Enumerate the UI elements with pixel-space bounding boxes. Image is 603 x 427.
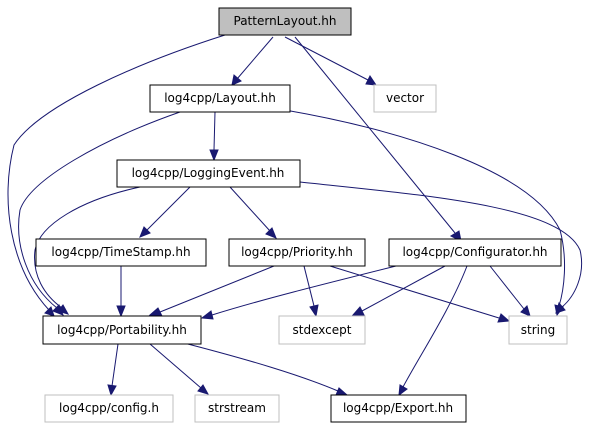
node-label: strstream (208, 401, 266, 415)
edge-timestamp-to-portability (116, 266, 126, 318)
node-stdexcept[interactable]: stdexcept (278, 315, 366, 345)
node-label: log4cpp/Export.hh (343, 401, 453, 415)
edge-priority-to-stdexcept (303, 265, 319, 318)
node-label: string (521, 323, 555, 337)
edge-portability-to-strstream (149, 343, 210, 395)
edge-layout-to-portability (18, 111, 181, 316)
node-portability[interactable]: log4cpp/Portability.hh (42, 315, 202, 345)
node-logging-event[interactable]: log4cpp/LoggingEvent.hh (116, 159, 301, 188)
edge-pattern-to-layout (231, 36, 274, 86)
edge-loggingevent-to-timestamp (139, 186, 191, 238)
edge-configurator-to-portability (200, 264, 401, 320)
edge-configurator-to-string (489, 265, 531, 317)
edge-configurator-to-export (398, 265, 468, 397)
edge-priority-to-portability (148, 265, 275, 317)
node-layout[interactable]: log4cpp/Layout.hh (149, 84, 291, 113)
node-priority[interactable]: log4cpp/Priority.hh (228, 238, 366, 267)
node-export[interactable]: log4cpp/Export.hh (330, 394, 467, 423)
edge-priority-to-string (329, 265, 511, 323)
node-label: log4cpp/Layout.hh (164, 91, 276, 105)
node-label: log4cpp/Portability.hh (57, 323, 187, 337)
node-label: vector (386, 91, 424, 105)
edge-layout-to-string (284, 109, 566, 317)
node-label: log4cpp/config.h (59, 401, 159, 415)
edge-loggingevent-to-string (299, 181, 583, 314)
node-vector[interactable]: vector (373, 84, 437, 113)
node-strstream[interactable]: strstream (194, 394, 280, 423)
edge-layout-to-loggingevent (209, 111, 219, 162)
nodes: PatternLayout.hh log4cpp/Layout.hh vecto… (35, 7, 568, 423)
edge-portability-to-export (179, 341, 349, 396)
edge-configurator-to-stdexcept (351, 265, 446, 316)
node-label: stdexcept (293, 323, 352, 337)
node-string[interactable]: string (508, 315, 568, 345)
edges (7, 34, 583, 397)
edge-loggingevent-to-priority (229, 186, 277, 239)
node-label: log4cpp/Configurator.hh (402, 245, 547, 259)
edge-pattern-to-portability (7, 34, 226, 317)
node-label: log4cpp/LoggingEvent.hh (132, 166, 285, 180)
edge-portability-to-config (107, 343, 119, 397)
node-label: log4cpp/Priority.hh (241, 245, 353, 259)
node-timestamp[interactable]: log4cpp/TimeStamp.hh (35, 238, 207, 267)
node-label: log4cpp/TimeStamp.hh (51, 245, 190, 259)
node-label: PatternLayout.hh (234, 14, 337, 28)
node-pattern-layout[interactable]: PatternLayout.hh (218, 7, 352, 36)
edge-pattern-to-configurator (294, 36, 462, 242)
node-config-h[interactable]: log4cpp/config.h (44, 394, 174, 423)
node-configurator[interactable]: log4cpp/Configurator.hh (388, 238, 562, 267)
edge-pattern-to-vector (284, 36, 378, 86)
